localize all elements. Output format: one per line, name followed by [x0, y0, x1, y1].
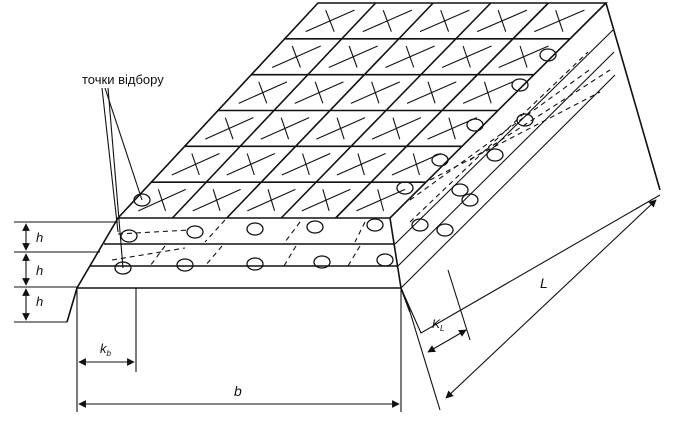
- cross-mark-stroke: [301, 188, 351, 212]
- sampling-point-ellipse: [176, 258, 194, 272]
- cross-mark-stroke: [362, 9, 413, 33]
- cross-mark-stroke: [476, 9, 528, 33]
- cross-mark-stroke: [226, 152, 276, 176]
- cross-mark-stroke: [305, 9, 355, 33]
- cross-mark-stroke: [205, 117, 254, 140]
- step-length-label: KL: [432, 317, 444, 333]
- label-leaders: [101, 87, 143, 269]
- dashed-lines: [111, 51, 611, 267]
- sampling-point-ellipse: [411, 218, 429, 232]
- sampling-point-ellipse: [366, 218, 384, 232]
- sampling-points-label: точки відбору: [82, 72, 164, 87]
- cross-mark-stroke: [294, 81, 344, 104]
- sampling-point-ellipse: [539, 48, 557, 62]
- cross-mark-stroke: [247, 188, 296, 212]
- sampling-point-ellipse: [313, 255, 331, 269]
- cross-mark-stroke: [371, 117, 422, 140]
- height-label-1: h: [36, 230, 43, 245]
- sampling-point-ellipse: [466, 118, 484, 132]
- length-dimensions: [409, 199, 657, 411]
- height-dimensions: [14, 221, 118, 323]
- sampling-point-ellipse: [511, 78, 529, 92]
- cross-mark-stroke: [419, 9, 470, 33]
- sampling-points: [114, 48, 557, 275]
- sampling-point-ellipse: [396, 181, 414, 195]
- width-dimensions: [76, 288, 402, 412]
- cross-mark-stroke: [316, 117, 366, 140]
- sampling-point-ellipse: [306, 220, 324, 234]
- cross-mark-stroke: [260, 117, 310, 140]
- height-label-2: h: [36, 263, 43, 278]
- length-label: L: [540, 275, 548, 291]
- cross-mark-stroke: [356, 188, 406, 212]
- cross-mark-stroke: [498, 45, 549, 69]
- sampling-point-ellipse: [376, 253, 394, 267]
- sampling-point-ellipse: [516, 113, 534, 127]
- stack-outline: [66, 2, 661, 334]
- height-label-3: h: [36, 294, 43, 309]
- sampling-point-ellipse: [431, 153, 449, 167]
- sampling-point-ellipse: [436, 223, 454, 237]
- cross-mark-stroke: [328, 45, 378, 69]
- cross-mark-stroke: [192, 188, 241, 212]
- cross-mark-stroke: [462, 81, 513, 104]
- cross-mark-stroke: [406, 81, 457, 104]
- sampling-point-ellipse: [451, 183, 469, 197]
- top-grid: [151, 2, 570, 219]
- cross-mark-stroke: [171, 152, 220, 176]
- cross-mark-stroke: [238, 81, 288, 104]
- sampling-point-ellipse: [486, 148, 504, 162]
- cross-mark-stroke: [271, 45, 321, 69]
- sampling-point-ellipse: [246, 222, 264, 236]
- cross-mark-stroke: [441, 45, 492, 69]
- cross-marks: [138, 9, 585, 212]
- step-width-label: kb: [100, 341, 112, 358]
- cross-mark-stroke: [281, 152, 331, 176]
- cross-mark-stroke: [138, 188, 187, 212]
- cross-mark-stroke: [350, 81, 401, 104]
- cross-mark-stroke: [336, 152, 386, 176]
- sampling-point-ellipse: [133, 193, 151, 207]
- sampling-point-ellipse: [186, 225, 204, 239]
- width-label: b: [234, 383, 242, 399]
- sampling-point-ellipse: [246, 257, 264, 271]
- cross-mark-stroke: [534, 9, 585, 33]
- cross-mark-stroke: [385, 45, 435, 69]
- sampling-point-ellipse: [120, 229, 138, 243]
